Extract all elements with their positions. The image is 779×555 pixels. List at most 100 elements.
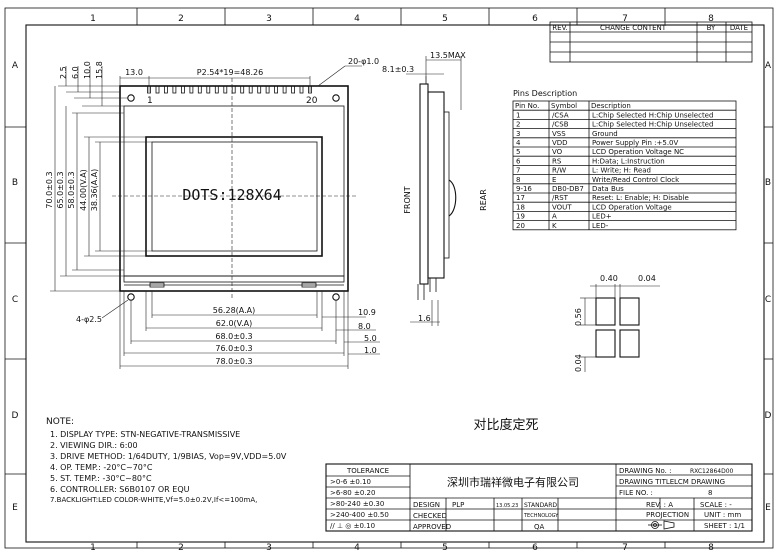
dim-left-15-8: 15.8 [95, 61, 104, 79]
technology-label: TECHNOLOGY [523, 513, 559, 519]
dim-pin-offset: 13.0 [125, 68, 143, 77]
right-dimensions: 10.9 8.0 5.0 1.0 [322, 308, 380, 355]
dim-thickness-8-1: 8.1±0.3 [382, 65, 414, 74]
rev-header: REV. [552, 24, 567, 32]
dot-detail: 0.40 0.04 0.56 0.04 [574, 274, 660, 372]
pin-description: L: Write; H: Read [592, 167, 651, 175]
dim-width-76: 76.0±0.3 [215, 344, 252, 353]
top-dimensions: 13.0 P2.54*19=48.26 20-φ1.0 [119, 57, 379, 92]
dim-left-10-0: 10.0 [83, 61, 92, 79]
pin-symbol: VSS [552, 130, 566, 138]
pin-number: 2 [516, 121, 520, 129]
file-no-value: 8 [708, 489, 712, 497]
col-label-2-bottom: 2 [178, 543, 184, 553]
pin-symbol: R/W [552, 167, 566, 175]
note-item: 6. CONTROLLER: S6B0107 OR EQU [50, 485, 190, 494]
header-pin [248, 85, 253, 94]
design-label: DESIGN [413, 501, 440, 509]
tolerance-row: >0-6 ±0.10 [330, 478, 371, 486]
pin-description: L:Chip Selected H:Chip Unselected [592, 111, 713, 119]
pin-symbol: VOUT [552, 203, 572, 211]
header-pin [299, 85, 304, 94]
pin-description: H:Data; L:Instruction [592, 157, 665, 165]
pin-number: 17 [516, 194, 525, 202]
pin-number: 19 [516, 213, 525, 221]
note-item: 3. DRIVE METHOD: 1/64DUTY, 1/9BIAS, Vop=… [50, 452, 287, 461]
pin-description: LED- [592, 222, 609, 230]
dot-width: 0.40 [600, 274, 618, 283]
header-pin [282, 85, 287, 94]
pin-number: 1 [516, 111, 520, 119]
contrast-label: 对比度定死 [473, 417, 538, 433]
drawing-title-label: DRAWING TITLE: [619, 478, 677, 486]
drawing-no-label: DRAWING No. : [619, 467, 671, 475]
company-name: 深圳市瑞祥微电子有限公司 [447, 475, 579, 489]
dim-width-aa: 56.28(A.A) [213, 306, 256, 315]
header-pin [206, 85, 211, 94]
inner-border [25, 24, 765, 543]
pin-symbol: /CSB [552, 121, 569, 129]
row-label-b: B [12, 178, 18, 188]
pin-symbol: K [552, 222, 557, 230]
pin-description: L:Chip Selected H:Chip Unselected [592, 121, 713, 129]
tolerance-header: TOLERANCE [346, 467, 389, 475]
dim-height-70: 70.0±0.3 [45, 171, 54, 208]
notes: NOTE: 1. DISPLAY TYPE: STN-NEGATIVE-TRAN… [46, 417, 287, 504]
dim-right-10-9: 10.9 [358, 308, 376, 317]
col-label-7: 7 [622, 14, 628, 24]
change-content-header: CHANGE CONTENT [600, 24, 667, 32]
col-label-5: 5 [442, 14, 448, 24]
tolerance-row: >6-80 ±0.20 [330, 489, 375, 497]
pin-symbol: /RST [552, 194, 569, 202]
row-label-e-right: E [765, 503, 771, 513]
mount-hole-bottom-left [127, 293, 135, 301]
pin-description: LCD Operation Voltage NC [592, 148, 684, 156]
holes-label: 4-φ2.5 [76, 315, 102, 324]
viewing-area [145, 136, 323, 257]
dim-height-65: 65.0±0.3 [56, 171, 65, 208]
col-label-5-bottom: 5 [442, 543, 448, 553]
drawing-no-value: RXC12864D00 [690, 468, 734, 475]
date-header: DATE [730, 24, 748, 32]
pin-number: 9-16 [516, 185, 532, 193]
pin-number: 6 [516, 157, 521, 165]
header-pin [257, 85, 262, 94]
pin-number: 3 [516, 130, 520, 138]
projection-symbol-icon [648, 520, 675, 530]
col-label-1-bottom: 1 [90, 543, 96, 553]
header-pin [172, 85, 177, 94]
header-pin [197, 85, 202, 94]
drawing-title-value: LCM DRAWING [674, 478, 725, 486]
rev-label: REV. : A [646, 501, 673, 509]
dim-width-78: 78.0±0.3 [215, 357, 252, 366]
pin-number: 8 [516, 176, 520, 184]
file-no-label: FILE NO. : [619, 489, 653, 497]
header-pin [223, 85, 228, 94]
row-label-a: A [12, 61, 19, 71]
dim-left-2-5: 2.5 [59, 66, 68, 79]
pin-number: 18 [516, 203, 525, 211]
pins-header: Pin No. [515, 102, 539, 110]
mount-hole-bottom-right [332, 293, 340, 301]
dim-pin-hole-size: 20-φ1.0 [348, 57, 379, 66]
pin-number: 5 [516, 148, 520, 156]
tolerance-row: >80-240 ±0.30 [330, 500, 384, 508]
notes-title: NOTE: [46, 417, 74, 427]
pin-symbol: /CSA [552, 111, 569, 119]
pin-description: Reset: L: Enable; H: Disable [592, 194, 689, 202]
standard-label: STANDARD [524, 502, 557, 509]
pin-symbol: E [552, 176, 556, 184]
pin-number: 4 [516, 139, 521, 147]
header-pin [231, 85, 236, 94]
dim-width-68: 68.0±0.3 [215, 332, 252, 341]
col-label-3-bottom: 3 [266, 543, 272, 553]
col-label-7-bottom: 7 [622, 543, 628, 553]
note-item: 5. ST. TEMP.: -30°C~80°C [50, 474, 152, 483]
tolerance-row: // ⊥ ◎ ±0.10 [330, 522, 375, 530]
header-pin [155, 85, 160, 94]
outer-border [4, 7, 774, 549]
pin-symbol: A [552, 213, 557, 221]
pins-header: Description [591, 102, 631, 110]
